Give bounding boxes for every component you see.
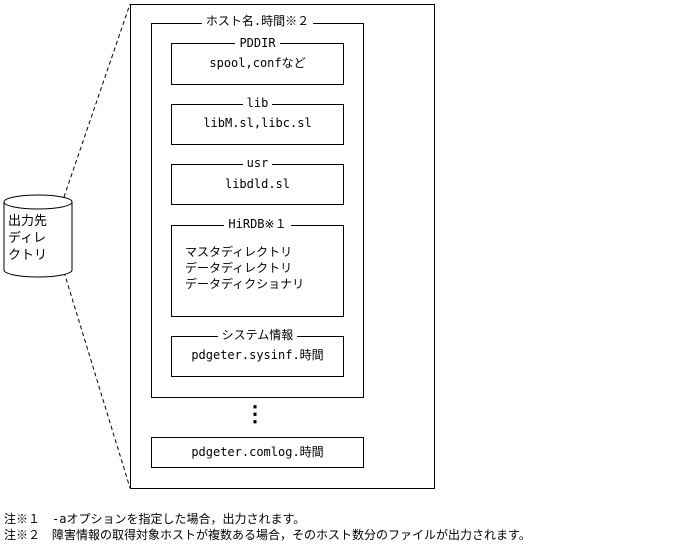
sysinfo-content: pdgeter.sysinf.時間 [171,347,344,363]
hirdb-line-1: マスタディレクトリ [185,245,293,259]
sysinfo-title: システム情報 [171,328,344,342]
hirdb-content: マスタディレクトリ データディレクトリ データディクショナリ [185,244,304,292]
lib-title: lib [171,96,344,110]
pddir-content: spool,confなど [171,55,344,71]
sysinfo-box [171,336,344,377]
ellipsis-icon: ⋮ [244,402,266,427]
lib-line-1: libM.sl,libc.sl [203,116,312,130]
comlog-content: pdgeter.comlog.時間 [151,444,364,460]
lib-content: libM.sl,libc.sl [171,115,344,131]
usr-line-1: libdld.sl [224,177,291,191]
output-directory-line-2: ディレ [8,231,47,246]
comlog-box [151,437,364,468]
hirdb-title: HiRDB※１ [171,217,344,231]
pddir-title-text: PDDIR [235,36,280,50]
host-title-text: ホスト名.時間※２ [201,14,314,28]
footnote-2: 注※２ 障害情報の取得対象ホストが複数ある場合，そのホスト数分のファイルが出力さ… [4,528,531,542]
output-directory-line-1: 出力先 [8,214,48,229]
hirdb-line-3: データディクショナリ [185,277,305,291]
upper-dashed-connector [63,3,131,198]
output-directory-cylinder-icon [3,194,73,278]
output-directory-label: 出力先 ディレ クトリ [8,213,70,264]
sysinfo-line-1: pdgeter.sysinf.時間 [191,348,324,362]
hirdb-line-2: データディレクトリ [185,261,293,275]
lib-title-text: lib [242,96,273,110]
lower-dashed-connector [63,271,131,489]
hirdb-title-text: HiRDB※１ [224,217,291,231]
footnote-1: 注※１ -aオプションを指定した場合，出力されます。 [4,512,306,526]
usr-title-text: usr [242,156,273,170]
pddir-title: PDDIR [171,36,344,50]
usr-content: libdld.sl [171,176,344,192]
output-directory-line-3: クトリ [8,248,48,263]
pddir-box [171,43,344,85]
pddir-line-1: spool,confなど [209,56,306,70]
host-title: ホスト名.時間※２ [151,14,364,28]
comlog-text: pdgeter.comlog.時間 [191,445,324,459]
usr-box [171,164,344,205]
hirdb-box [171,225,344,317]
usr-title: usr [171,156,344,170]
sysinfo-title-text: システム情報 [217,328,298,342]
